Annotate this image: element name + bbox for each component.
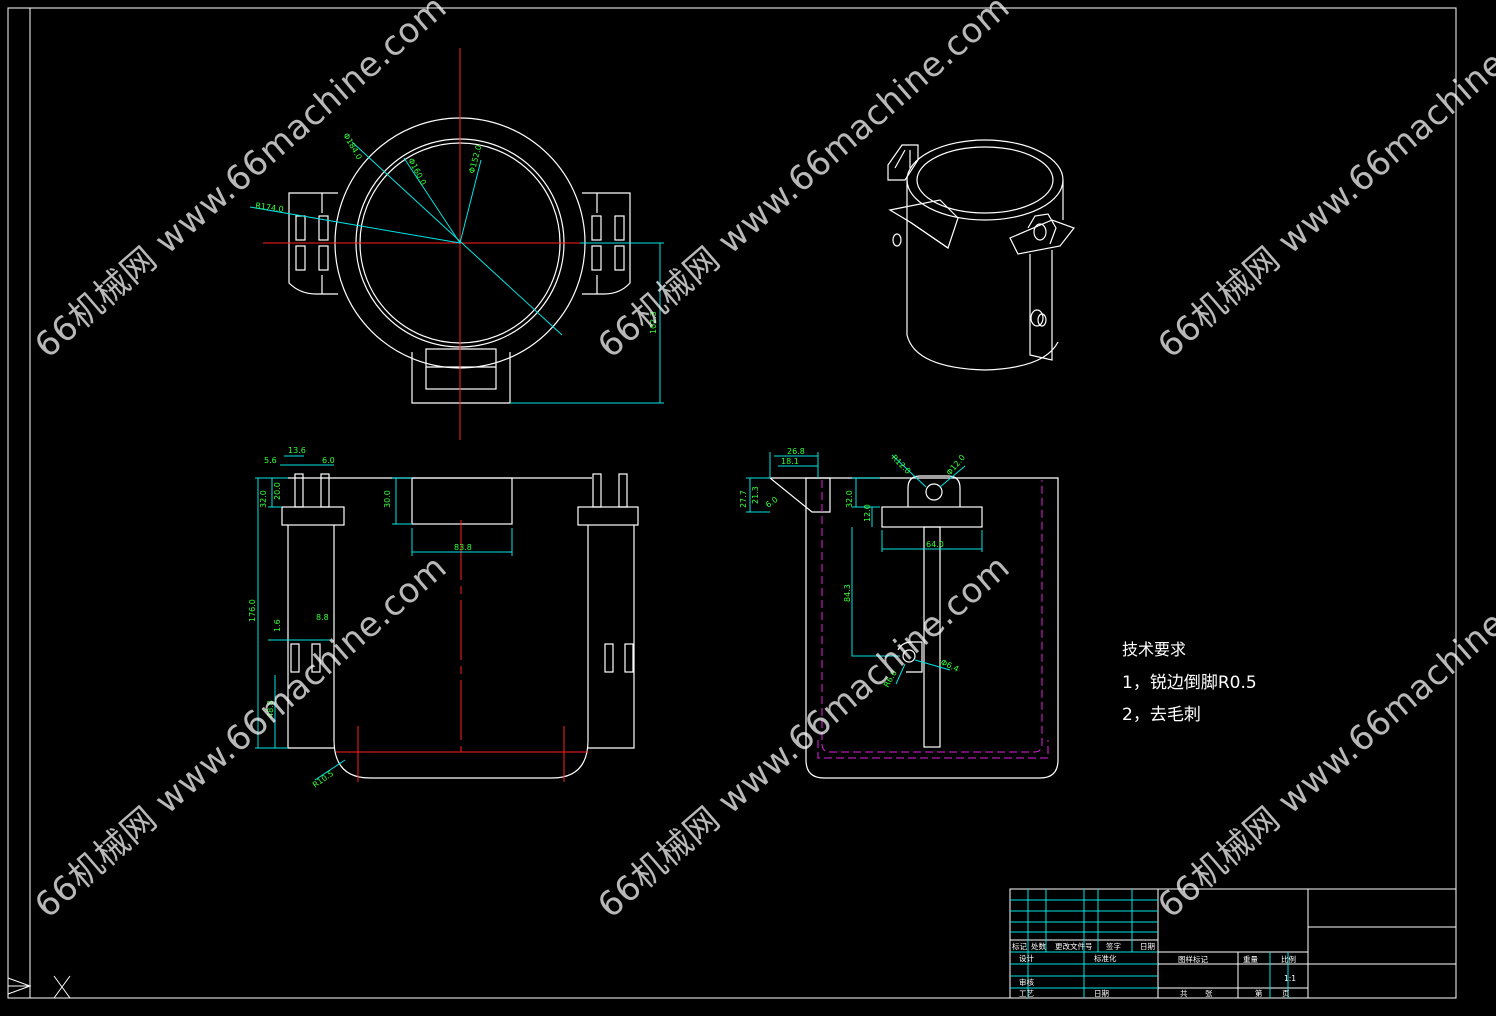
dim-83: 83.8 [454, 543, 472, 552]
tb-standard: 标准化 [1094, 953, 1117, 963]
dim-64: 64.0 [926, 540, 944, 549]
tb-process: 工艺 [1019, 989, 1034, 998]
dim-8-8: 8.8 [316, 613, 329, 622]
dim-32b: 32.0 [845, 490, 854, 508]
tb-col-sign: 签字 [1106, 941, 1121, 951]
tb-col-mark: 标记 [1012, 941, 1028, 951]
title-block: 标记 处数 更改文件号 签字 日期 设计 标准化 图样标记 重量 比例 1:1 … [1009, 888, 1457, 999]
dim-r10-5: R10.5 [311, 769, 335, 790]
dim-d152: Φ152.0 [467, 144, 483, 175]
tb-scale-value: 1:1 [1284, 974, 1296, 983]
tb-scale: 比例 [1281, 954, 1296, 964]
tech-requirement-2: 2，去毛刺 [1122, 705, 1201, 725]
tb-col-change: 更改文件号 [1055, 941, 1093, 951]
dim-12: 12.0 [863, 504, 872, 522]
dim-20: 20.0 [273, 482, 282, 500]
tb-col-count: 处数 [1031, 941, 1047, 951]
dim-102: 102.3 [649, 311, 658, 334]
tb-page: 页 [1282, 989, 1290, 998]
tb-sheets: 张 [1205, 989, 1213, 998]
dim-26-8: 26.8 [787, 447, 805, 456]
dim-30: 30.0 [383, 490, 392, 508]
dim-32a: 32.0 [259, 490, 268, 508]
tb-total: 共 [1180, 989, 1188, 998]
tech-requirements-title: 技术要求 [1122, 640, 1187, 659]
dim-84-3: 84.3 [843, 584, 852, 602]
tb-date: 日期 [1094, 989, 1109, 998]
dim-27-7: 27.7 [739, 490, 748, 508]
dim-48: 48.8 [266, 700, 275, 718]
dim-d6-4: Φ6.4 [939, 658, 960, 674]
drawing-frame [7, 7, 1457, 999]
dim-r12: R12.0 [890, 453, 913, 476]
dim-176: 176.0 [248, 599, 257, 622]
dim-6-0a: 6.0 [322, 456, 335, 465]
dim-r174: R174.0 [255, 201, 284, 214]
dim-1-6: 1.6 [273, 619, 282, 632]
tb-drawing-mark: 图样标记 [1178, 954, 1208, 964]
tb-sheet-no: 第 [1255, 988, 1263, 998]
tech-requirement-1: 1，锐边倒脚R0.5 [1122, 673, 1257, 693]
dim-d160: Φ160.0 [406, 157, 428, 187]
tb-col-date: 日期 [1140, 942, 1155, 951]
dim-21-3: 21.3 [751, 486, 760, 504]
tb-weight: 重量 [1243, 955, 1259, 964]
dim-13-6: 13.6 [288, 446, 306, 455]
front-view: 13.6 5.6 6.0 32.0 20.0 30.0 83.8 176.0 8… [248, 446, 639, 790]
dim-18-1: 18.1 [781, 457, 799, 466]
dim-5-6: 5.6 [264, 456, 277, 465]
dim-d184: Φ184.0 [341, 132, 363, 162]
tb-review: 审核 [1019, 977, 1035, 987]
dim-6-0b: 6.0 [764, 495, 780, 510]
tb-design: 设计 [1019, 953, 1035, 963]
isometric-view [887, 139, 1075, 371]
top-view: Φ184.0 Φ160.0 Φ152.0 R174.0 102.3 [249, 48, 664, 440]
